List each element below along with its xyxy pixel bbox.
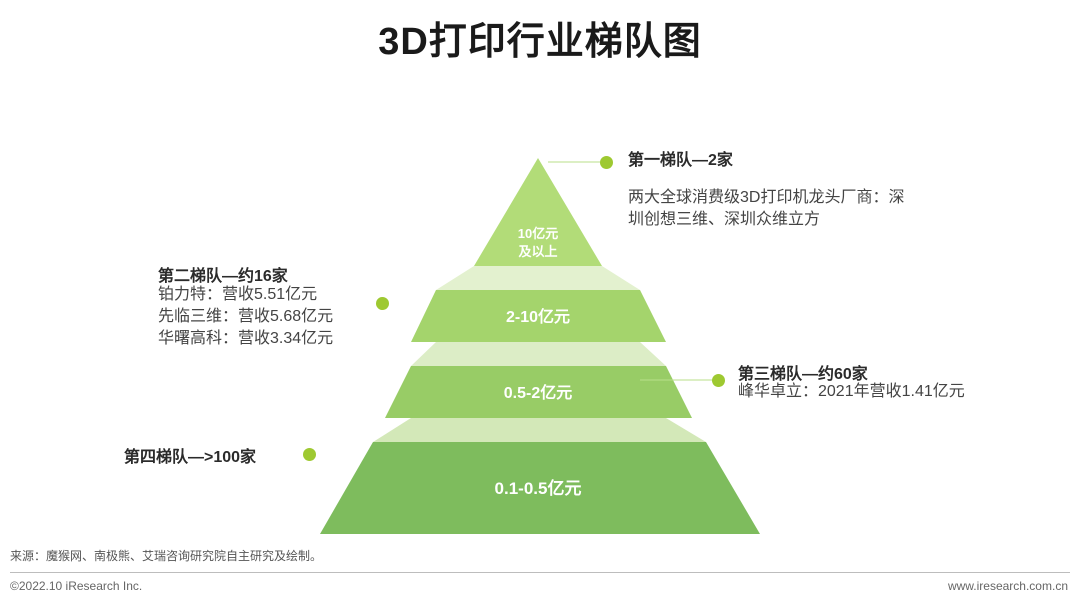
tier-band-2-label: 2-10亿元 xyxy=(506,307,570,326)
connector-stripe-3 xyxy=(373,418,706,442)
tier-band-1-label-line2: 及以上 xyxy=(518,244,557,259)
tier-band-4 xyxy=(320,442,760,534)
tier-band-1-label-line1: 10亿元 xyxy=(518,226,558,241)
tier-2-desc-line2: 先临三维：营收5.68亿元 xyxy=(158,308,334,325)
tier-band-1 xyxy=(474,158,602,266)
tier-3-desc-line1: 峰华卓立：2021年营收1.41亿元 xyxy=(738,383,965,400)
tier-3-heading: 第三梯队—约60家 xyxy=(738,366,868,383)
page-title: 3D打印行业梯队图 xyxy=(378,21,702,63)
tier-1-desc-line1: 两大全球消费级3D打印机龙头厂商：深 xyxy=(628,189,905,206)
footer-divider xyxy=(10,572,1070,573)
connector-stripe-1 xyxy=(436,266,640,290)
source-note: 来源：魔猴网、南极熊、艾瑞咨询研究院自主研究及绘制。 xyxy=(10,549,323,563)
tier-band-3-label: 0.5-2亿元 xyxy=(504,383,572,402)
tier-1-heading: 第一梯队—2家 xyxy=(628,152,733,169)
tier-2-desc-line1: 铂力特：营收5.51亿元 xyxy=(158,286,318,303)
tier-band-4-label: 0.1-0.5亿元 xyxy=(495,478,582,498)
tier-2-dot xyxy=(376,297,389,310)
tier-2-desc-line3: 华曙高科：营收3.34亿元 xyxy=(158,330,334,347)
tier-3-dot xyxy=(712,374,725,387)
tier-4-heading: 第四梯队—>100家 xyxy=(124,449,257,466)
tier-band-2 xyxy=(411,290,666,342)
website-link[interactable]: www.iresearch.com.cn xyxy=(947,579,1068,593)
copyright-text: ©2022.10 iResearch Inc. xyxy=(10,579,143,593)
tier-2-heading: 第二梯队—约16家 xyxy=(158,268,288,285)
tier-1-dot xyxy=(600,156,613,169)
tier-band-3 xyxy=(385,366,692,418)
tier-1-desc-line2: 圳创想三维、深圳众维立方 xyxy=(628,211,821,228)
connector-stripe-2 xyxy=(411,342,666,366)
tier-4-dot xyxy=(303,448,316,461)
